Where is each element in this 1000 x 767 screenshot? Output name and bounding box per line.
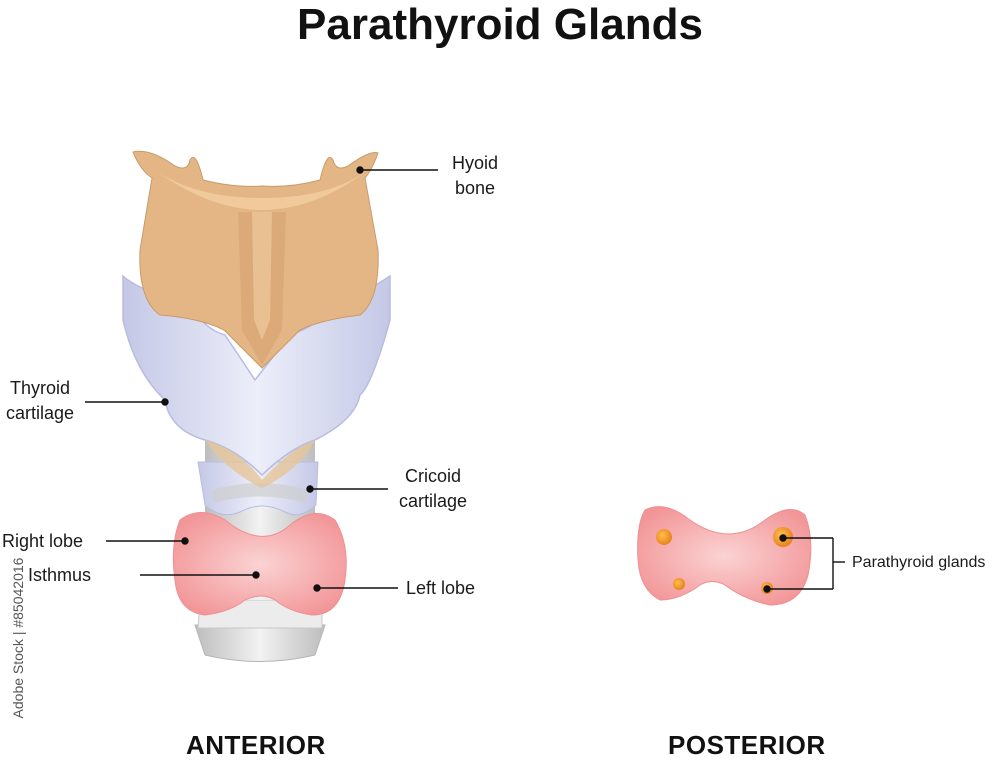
page-title: Parathyroid Glands: [297, 0, 703, 49]
label-thyroid-cartilage: Thyroid cartilage: [5, 378, 75, 423]
thyroid-gland-posterior: [637, 506, 812, 606]
parathyroid-gland-lower-left: [673, 578, 685, 590]
label-isthmus: Isthmus: [28, 565, 92, 585]
watermark-text: Adobe Stock | #85042016: [10, 557, 26, 719]
parathyroid-gland-upper-left: [656, 529, 672, 545]
view-label-anterior: ANTERIOR: [186, 730, 326, 760]
thyroid-gland-anterior: [172, 512, 347, 616]
leader-lines: [85, 166, 845, 593]
label-hyoid-bone: Hyoid bone: [451, 153, 499, 198]
hyoid-bone: [132, 150, 379, 369]
view-label-posterior: POSTERIOR: [668, 730, 826, 760]
label-cricoid-cartilage: Cricoid cartilage: [398, 466, 468, 511]
cricoid-cartilage: [197, 461, 319, 516]
thyroid-cartilage: [122, 274, 391, 488]
stock-watermark: Adobe Stock | #85042016: [3, 530, 27, 760]
label-right-lobe: Right lobe: [2, 531, 84, 551]
label-left-lobe: Left lobe: [406, 578, 476, 598]
label-parathyroid-glands: Parathyroid glands: [852, 554, 986, 571]
